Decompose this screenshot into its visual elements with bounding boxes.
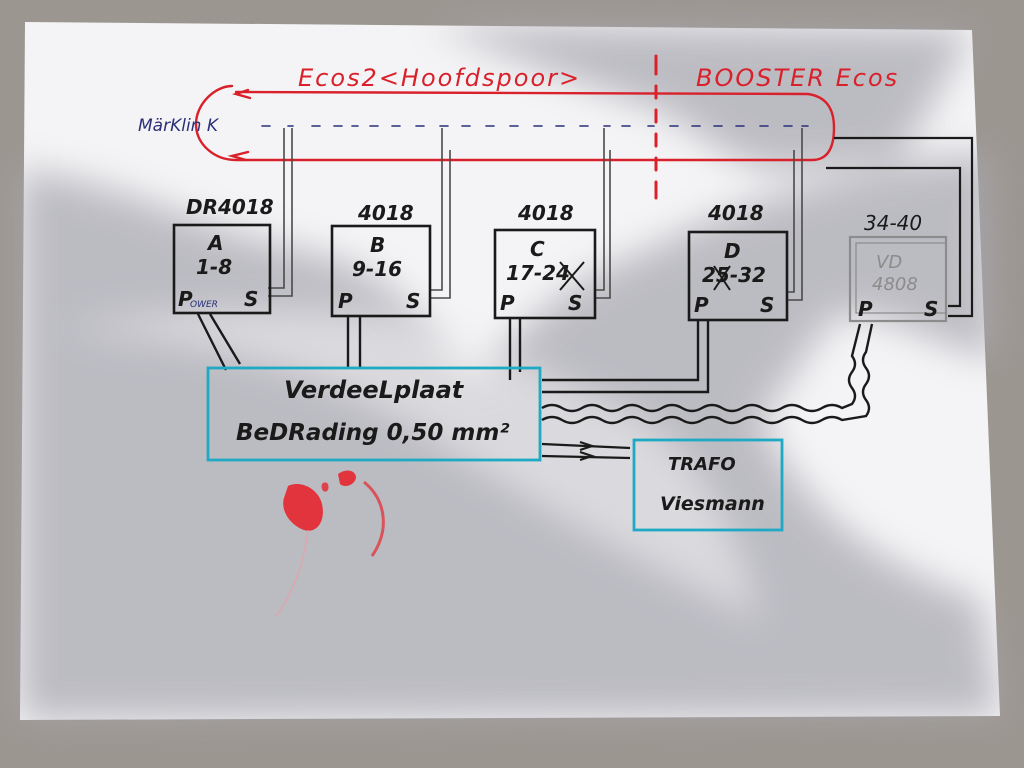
decoder-2-p: P — [338, 289, 353, 313]
decoder-2-s: S — [406, 289, 420, 313]
decoder-1-range: 1-8 — [196, 255, 232, 279]
decoder-3-model: 4018 — [517, 201, 574, 225]
decoder-2-group: B — [370, 233, 385, 257]
decoder-5-p: P — [858, 297, 873, 321]
decoder-1-model: DR4018 — [186, 195, 274, 219]
red-ink-smudge — [275, 470, 385, 617]
decoder-3-p: P — [500, 291, 515, 315]
decoder-4-model: 4018 — [707, 201, 764, 225]
decoder-3-range: 17-24 — [506, 261, 570, 285]
decoder-4-s: S — [760, 293, 774, 317]
p-wires-wavy — [541, 323, 874, 425]
decoder-3: 4018 C 17-24 P S — [493, 201, 597, 320]
decoder-5-group: VD — [876, 252, 902, 273]
decoder-4-range: 25-32 — [702, 263, 766, 287]
distributor-line1: VerdeeLplaat — [284, 376, 465, 404]
decoder-5-model: 34-40 — [864, 211, 922, 235]
decoder-1-group: A — [206, 231, 223, 255]
hand-shadow-light — [60, 309, 760, 620]
s-wires — [268, 128, 803, 301]
trafo-line2: Viesmann — [660, 493, 765, 515]
distributor-box: VerdeeLplaat BeDRading 0,50 mm² — [206, 366, 542, 462]
track-left-label: Ecos2<Hoofdspoor> — [298, 64, 581, 92]
trafo-box: TRAFO Viesmann — [632, 438, 784, 532]
trafo-line1: TRAFO — [668, 454, 736, 475]
decoder-2: 4018 B 9-16 P S — [330, 201, 432, 318]
track-loop — [194, 84, 836, 162]
distributor-line2: BeDRading 0,50 mm² — [236, 420, 509, 446]
decoder-3-s: S — [568, 291, 582, 315]
p-wires — [196, 313, 710, 394]
decoder-4-cross — [713, 265, 731, 291]
decoder-5: 34-40 VD 4808 P S — [848, 211, 948, 323]
track-right-label: BOOSTER Ecos — [696, 64, 899, 92]
decoder-3-group: C — [530, 237, 545, 261]
decoder-4-group: D — [724, 239, 741, 263]
decoder-1-p: P — [178, 287, 193, 311]
decoder-1: DR4018 A 1-8 P OWER S — [172, 195, 274, 315]
decoder-3-cross — [559, 261, 585, 291]
decoder-5-range: 4808 — [872, 274, 918, 295]
decoder-4-p: P — [694, 293, 709, 317]
decoder-4: 4018 D 25-32 P S — [687, 201, 789, 322]
decoder-5-s: S — [924, 297, 938, 321]
decoder-1-p-sub: OWER — [190, 300, 218, 310]
trafo-wires — [541, 440, 631, 462]
decoder-1-s: S — [244, 287, 258, 311]
decoder-2-model: 4018 — [357, 201, 414, 225]
rail-label: MärKlin K — [138, 116, 220, 136]
booster-wires — [826, 136, 974, 318]
decoder-2-range: 9-16 — [352, 257, 402, 281]
